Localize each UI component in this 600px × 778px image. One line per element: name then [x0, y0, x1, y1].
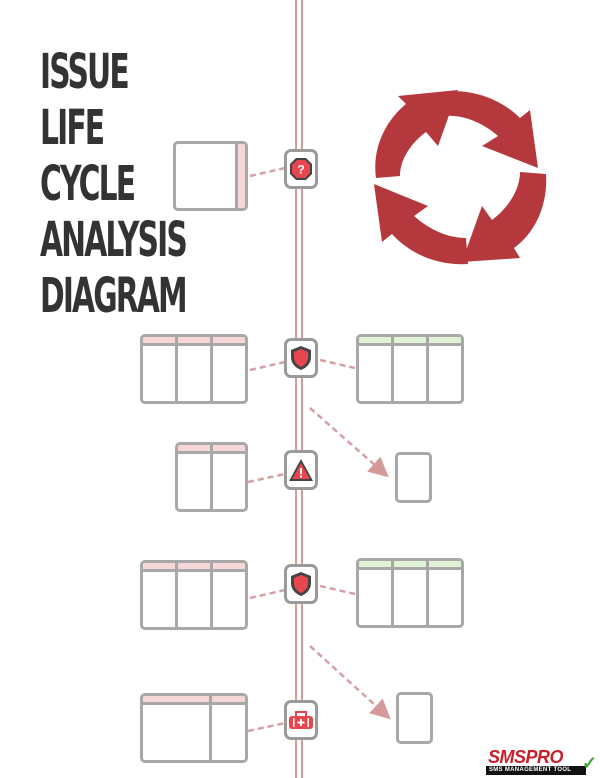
title-line: DIAGRAM: [40, 268, 188, 324]
title-line: ANALYSIS: [40, 212, 188, 268]
timeline-spine: [295, 0, 305, 778]
smspro-logo: SMSPRO SMS MANAGEMENT TOOL ✓: [486, 748, 598, 776]
table-3col-green: [356, 558, 464, 628]
svg-text:?: ?: [297, 163, 304, 177]
shield-icon: [291, 572, 311, 596]
logo-brand: SMSPRO: [488, 747, 564, 767]
timeline-node-question[interactable]: ?: [284, 149, 318, 189]
warning-triangle-icon: [289, 459, 313, 481]
table-2col-wide-pink: [140, 693, 248, 763]
question-octagon-icon: ?: [290, 158, 312, 180]
table-3col-pink: [140, 560, 248, 630]
table-3col-green: [356, 334, 464, 404]
timeline-node-shield-2[interactable]: [284, 564, 318, 604]
timeline-node-shield-1[interactable]: [284, 338, 318, 378]
timeline-node-warning[interactable]: [284, 450, 318, 490]
panel-single-sidebar: [173, 141, 248, 211]
page-title: ISSUE LIFE CYCLE ANALYSIS DIAGRAM: [40, 44, 188, 324]
card-small: [395, 452, 432, 503]
title-line: LIFE: [40, 100, 105, 156]
card-small: [396, 692, 433, 744]
first-aid-kit-icon: [289, 711, 313, 729]
checkmark-icon: ✓: [582, 753, 598, 773]
title-line: ISSUE: [40, 44, 130, 100]
shield-icon: [291, 346, 311, 370]
timeline-node-first-aid[interactable]: [284, 700, 318, 740]
logo-tagline: SMS MANAGEMENT TOOL: [486, 766, 586, 775]
circular-arrows-icon: [374, 90, 547, 265]
title-line: CYCLE: [40, 156, 136, 212]
table-2col-pink: [175, 442, 248, 512]
table-3col-pink: [140, 334, 248, 404]
